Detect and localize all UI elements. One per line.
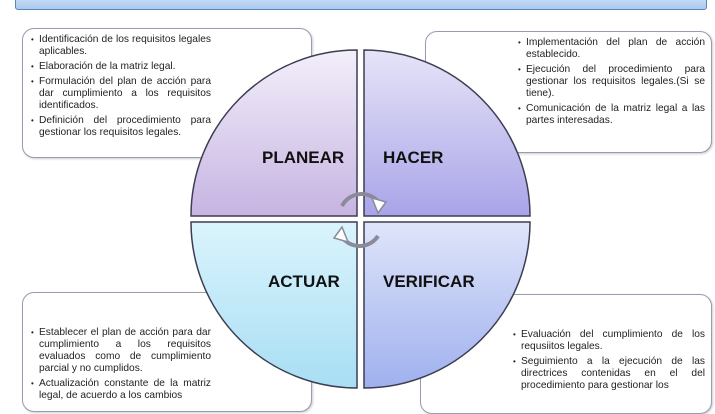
check-label: VERIFICAR bbox=[383, 272, 475, 291]
act-item: Actualización constante de la matriz leg… bbox=[29, 378, 211, 402]
quadrant-do bbox=[363, 49, 531, 217]
act-item: Establecer el plan de acción para dar cu… bbox=[29, 327, 211, 375]
plan-item: Elaboración de la matriz legal. bbox=[29, 61, 211, 73]
do-item: Ejecución del procedimiento para gestion… bbox=[516, 64, 705, 100]
do-item: Implementación del plan de acción establ… bbox=[516, 37, 705, 61]
quadrant-check bbox=[363, 221, 531, 389]
quadrant-plan bbox=[190, 49, 358, 217]
plan-item: Formulación del plan de acción para dar … bbox=[29, 76, 211, 112]
do-label: HACER bbox=[383, 148, 444, 167]
plan-item: Identificación de los requisitos legales… bbox=[29, 34, 211, 58]
do-item: Comunicación de la matriz legal a las pa… bbox=[516, 103, 705, 127]
pdca-cycle bbox=[190, 49, 531, 389]
title-banner bbox=[15, 0, 707, 10]
quadrant-act bbox=[190, 221, 358, 389]
act-label: ACTUAR bbox=[268, 272, 340, 291]
check-item: Seguimiento a la ejecución de las direct… bbox=[511, 356, 705, 392]
check-item: Evaluación del cumplimiento de los requs… bbox=[511, 329, 705, 353]
plan-label: PLANEAR bbox=[262, 148, 345, 167]
plan-item: Definición del procedimiento para gestio… bbox=[29, 115, 211, 139]
